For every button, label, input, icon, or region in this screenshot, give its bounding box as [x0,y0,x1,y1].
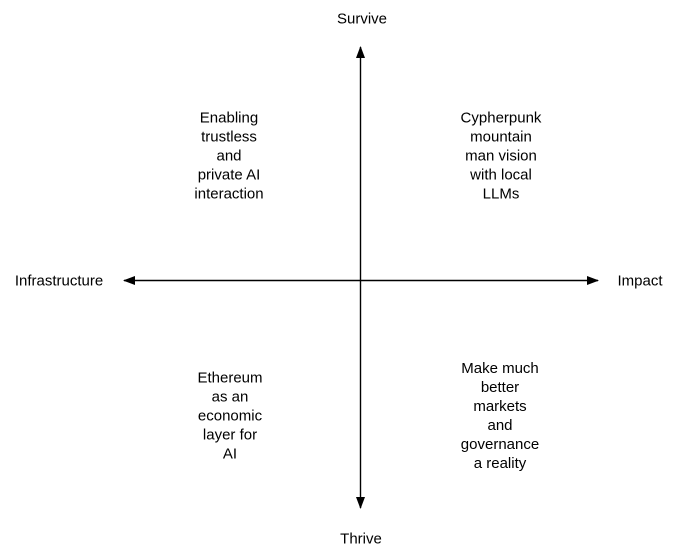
axis-label-impact: Impact [617,272,663,290]
axis-label-survive: Survive [336,10,388,28]
quadrant-text-bottom-right: Make much better markets and governance … [460,360,540,472]
quadrant-text-top-right: Cypherpunk mountain man vision with loca… [460,109,542,203]
axis-label-infrastructure: Infrastructure [14,272,104,290]
axis-label-thrive: Thrive [340,530,382,548]
quadrant-text-top-left: Enabling trustless and private AI intera… [194,109,264,203]
quadrant-text-bottom-left: Ethereum as an economic layer for AI [197,369,263,463]
